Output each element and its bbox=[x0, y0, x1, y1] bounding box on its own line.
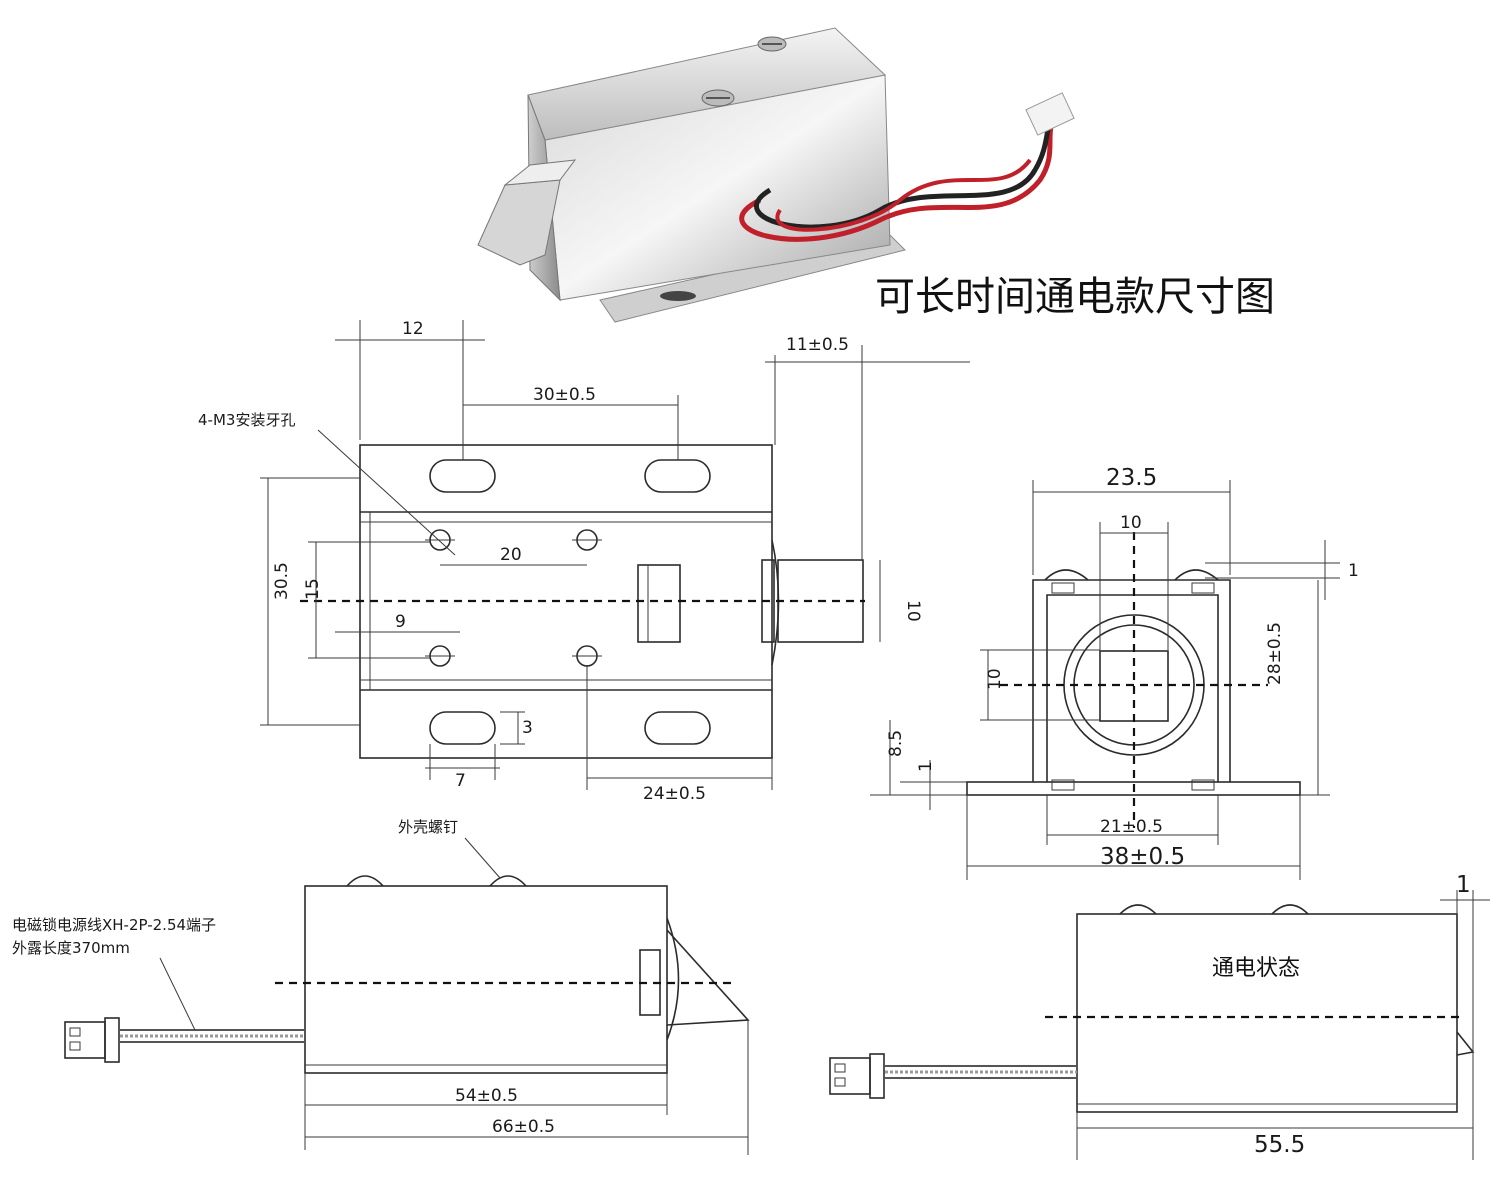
dim-1-left: 1 bbox=[916, 761, 936, 772]
dim-21: 21±0.5 bbox=[1100, 817, 1163, 837]
dim-10-left: 10 bbox=[985, 668, 1005, 690]
dim-10: 10 bbox=[903, 600, 923, 622]
dim-15: 15 bbox=[303, 578, 323, 600]
dim-10-top: 10 bbox=[1120, 513, 1142, 533]
dim-30-5: 30.5 bbox=[272, 562, 292, 600]
wire-label: 电磁锁电源线XH-2P-2.54端子 bbox=[12, 916, 216, 934]
drawing-title: 可长时间通电款尺寸图 bbox=[875, 274, 1275, 320]
dim-3: 3 bbox=[522, 718, 533, 738]
product-photo bbox=[477, 27, 1075, 323]
holes-label: 4-M3安装牙孔 bbox=[198, 411, 295, 429]
dim-55-5: 55.5 bbox=[1254, 1132, 1305, 1158]
dim-20: 20 bbox=[500, 545, 522, 565]
dim-24: 24±0.5 bbox=[643, 784, 706, 804]
dim-9: 9 bbox=[395, 612, 406, 632]
dim-12: 12 bbox=[402, 319, 424, 339]
screw-label: 外壳螺钉 bbox=[398, 818, 458, 836]
energized-view: 通电状态 1 55.5 bbox=[829, 872, 1490, 1160]
end-view: 23.5 10 1 28±0.5 10 8.5 1 21±0.5 38±0.5 bbox=[870, 465, 1359, 880]
top-view: 12 30±0.5 11±0.5 20 30.5 15 9 10 3 7 bbox=[198, 319, 970, 804]
dim-7: 7 bbox=[455, 771, 466, 791]
wire-length-label: 外露长度370mm bbox=[12, 939, 130, 957]
dim-1-energized: 1 bbox=[1456, 872, 1471, 898]
dim-30: 30±0.5 bbox=[533, 385, 596, 405]
dim-11: 11±0.5 bbox=[786, 335, 849, 355]
dim-66: 66±0.5 bbox=[492, 1117, 555, 1137]
dim-38: 38±0.5 bbox=[1100, 844, 1185, 870]
dim-8-5: 8.5 bbox=[886, 730, 906, 757]
side-view: 外壳螺钉 电磁锁电源线XH-2P-2.54端子 外露长度370mm 54±0.5… bbox=[12, 818, 750, 1155]
dim-23-5: 23.5 bbox=[1106, 465, 1157, 491]
state-label: 通电状态 bbox=[1212, 956, 1300, 981]
dim-28: 28±0.5 bbox=[1265, 622, 1285, 685]
dim-1-right: 1 bbox=[1348, 561, 1359, 581]
dim-54: 54±0.5 bbox=[455, 1086, 518, 1106]
